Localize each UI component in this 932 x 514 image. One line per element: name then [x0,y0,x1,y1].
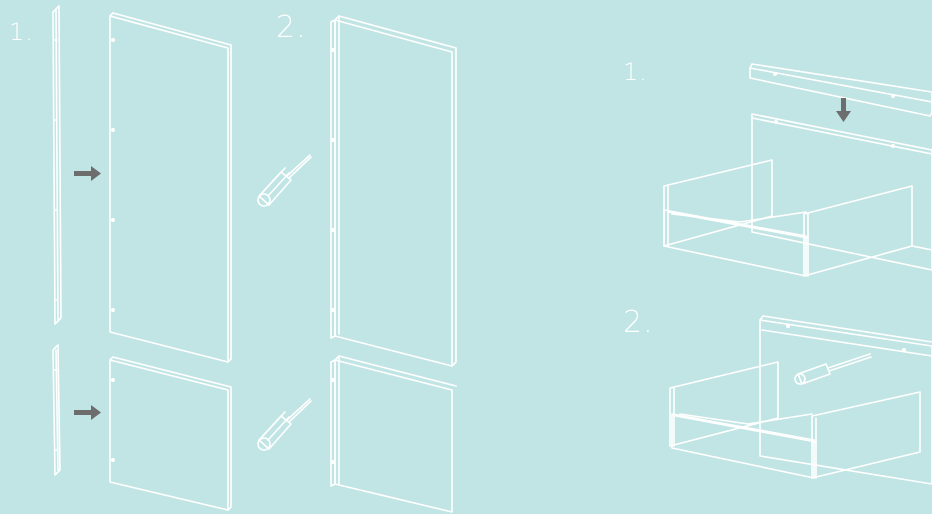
step1-tall-panel [110,13,231,362]
screwdriver-icon [258,155,311,206]
arrow-right-icon [74,166,101,181]
drawer-2 [670,316,932,484]
screwdriver-icon [795,354,871,384]
step1-short-rail [53,345,60,475]
step2-short-assembled-panel [331,356,456,512]
step1-short-panel [110,357,231,510]
arrow-right-icon [74,405,101,420]
step2-tall-assembled-panel [331,16,456,366]
drawer-1 [664,114,932,276]
screwdriver-icon [258,399,311,450]
arrow-down-icon [836,98,851,122]
step1-tall-rail [53,6,61,324]
